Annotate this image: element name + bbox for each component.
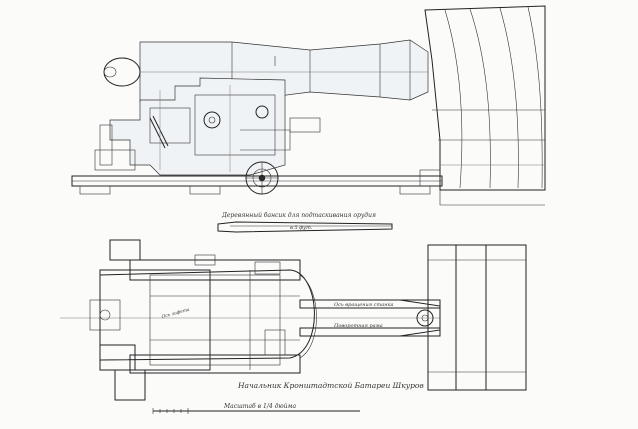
wall-plan	[427, 244, 527, 391]
caption-rammer: Деревянный бансик для подтаскивания оруд…	[221, 212, 376, 219]
label-axis-note: Ось вращения станка	[334, 302, 393, 308]
caption-signature: Начальник Кронштадтской Батареи Шкуров	[237, 381, 424, 390]
carriage-wheel	[245, 161, 279, 195]
slide-rail	[71, 169, 443, 195]
signature-block: Начальник Кронштадтской Батареи Шкуров	[237, 381, 424, 390]
scale-bar: Масштаб в 1/4 дюйма	[152, 403, 360, 414]
rail-plan-lower	[299, 327, 441, 337]
label-pivot: Поворотная рама	[333, 323, 383, 329]
caption-scale: Масштаб в 1/4 дюйма	[223, 403, 296, 410]
traverse-platform	[99, 269, 315, 361]
rammer-detail: Деревянный бансик для подтаскивания оруд…	[217, 212, 393, 233]
caption-rammer-mark: в 5 фут.	[290, 224, 313, 231]
side-elevation	[71, 5, 546, 206]
rail-plan-upper	[299, 299, 441, 309]
carriage-body	[94, 77, 321, 176]
plan-view: Ось лафета Ось вращения станка Поворотна…	[60, 239, 441, 401]
parapet-wall	[424, 5, 546, 206]
carriage-plan	[89, 239, 301, 401]
